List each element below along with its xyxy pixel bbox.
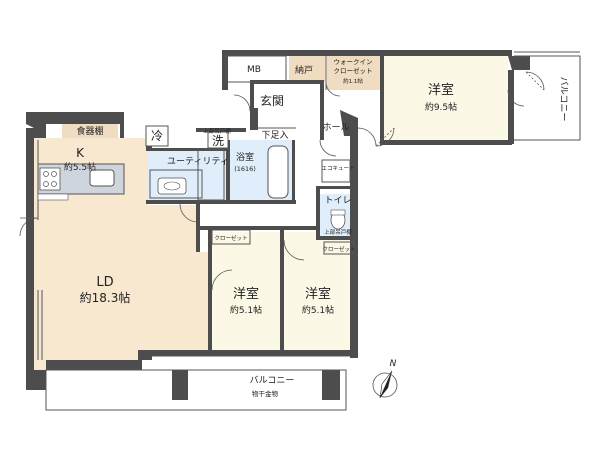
mb-label: MB bbox=[247, 65, 261, 75]
walk-in-label-1: ウォークイン bbox=[334, 58, 373, 66]
walk-in-label-2: クローゼット bbox=[334, 66, 373, 75]
washer-space bbox=[207, 131, 229, 149]
toilet-label: トイレ bbox=[324, 196, 351, 206]
washer-label: 洗 bbox=[212, 134, 224, 148]
walk-in-floor bbox=[327, 56, 380, 90]
western-2-name: 洋室 bbox=[233, 286, 259, 302]
cupboard-area bbox=[62, 124, 118, 138]
doors bbox=[19, 71, 545, 291]
western-3-name: 洋室 bbox=[305, 286, 331, 302]
shoe-cabinet-label: 下足入 bbox=[261, 130, 288, 141]
eco-cute-label: エコキュート bbox=[321, 165, 354, 172]
thin-lines bbox=[37, 51, 581, 411]
ld-name: LD bbox=[96, 275, 113, 290]
western-1-size: 約9.5帖 bbox=[425, 101, 457, 113]
balcony-right-label: バルコニー bbox=[558, 77, 569, 122]
washbasin bbox=[157, 177, 187, 195]
closet-3-label: クローゼット bbox=[322, 245, 355, 253]
balcony-bottom-label: バルコニー bbox=[250, 375, 295, 386]
drying-hardware-label: 物干金物 bbox=[252, 389, 279, 398]
walk-in-size: 約1.1帖 bbox=[343, 77, 363, 85]
toilet-fixture bbox=[330, 209, 346, 230]
north-label: N bbox=[390, 359, 397, 369]
ld-k-floor bbox=[34, 138, 210, 370]
upper-storage-label-2: 上部吊戸棚 bbox=[324, 228, 352, 236]
western-room-2-floor bbox=[212, 232, 282, 350]
closet-1-label: クローゼット bbox=[214, 234, 247, 242]
western-2-size: 約5.1帖 bbox=[230, 304, 262, 316]
upper-storage-label-1: 上部吊戸棚 bbox=[203, 127, 231, 135]
north-compass: N bbox=[372, 359, 398, 399]
fridge-space bbox=[145, 125, 169, 147]
western-3-size: 約5.1帖 bbox=[302, 304, 334, 316]
cupboard-label: 食器棚 bbox=[76, 125, 103, 137]
entrance-label: 玄関 bbox=[260, 93, 284, 108]
ld-size: 約18.3帖 bbox=[80, 290, 131, 305]
hall-label: ホール bbox=[322, 122, 349, 133]
western-room-1-floor bbox=[382, 56, 508, 143]
bathtub bbox=[267, 145, 289, 199]
fridge-label: 冷 bbox=[151, 129, 163, 143]
western-1-name: 洋室 bbox=[428, 82, 454, 98]
bath-name: 浴室 bbox=[236, 151, 254, 163]
storeroom-label: 納戸 bbox=[295, 64, 313, 76]
kitchen-counter bbox=[37, 163, 125, 201]
utility-label: ユーティリティ bbox=[167, 156, 229, 167]
k-size: 約5.5帖 bbox=[64, 161, 96, 173]
western-room-3-floor bbox=[284, 232, 354, 350]
bath-size: (1616) bbox=[234, 165, 256, 173]
storeroom-floor bbox=[289, 56, 325, 82]
k-name: K bbox=[76, 146, 85, 160]
